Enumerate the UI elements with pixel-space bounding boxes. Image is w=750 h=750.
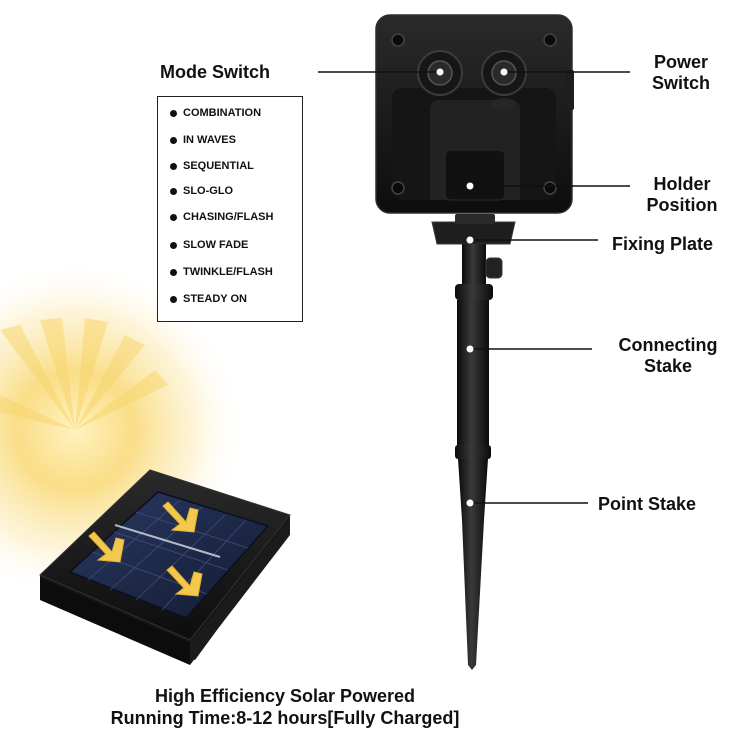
bullet-icon bbox=[170, 268, 177, 276]
solar-panel-box bbox=[39, 469, 291, 665]
holder-position-label-line2: Position bbox=[646, 195, 718, 215]
connecting-stake-label: Connecting Stake bbox=[598, 335, 738, 377]
bullet-icon bbox=[170, 213, 177, 221]
mode-item: CHASING/FLASH bbox=[170, 211, 273, 223]
holder-position-label: Holder Position bbox=[636, 174, 728, 216]
bullet-icon bbox=[170, 295, 177, 303]
mode-item: STEADY ON bbox=[170, 293, 247, 305]
connecting-stake-label-line1: Connecting bbox=[618, 335, 718, 355]
mode-item: TWINKLE/FLASH bbox=[170, 266, 273, 278]
mode-label: CHASING/FLASH bbox=[183, 211, 274, 223]
mode-item: COMBINATION bbox=[170, 107, 261, 119]
caption-line-2: Running Time:8-12 hours[Fully Charged] bbox=[110, 708, 460, 728]
mode-switch-label: Mode Switch bbox=[160, 62, 271, 82]
connecting-stake-label-line2: Stake bbox=[643, 356, 693, 376]
mode-label: SLO-GLO bbox=[183, 185, 234, 197]
power-switch-label: Power Switch bbox=[636, 52, 726, 94]
mode-item: SLO-GLO bbox=[170, 185, 233, 197]
mode-label: SEQUENTIAL bbox=[183, 160, 254, 172]
stake-assembly bbox=[431, 214, 516, 670]
leader-lines bbox=[318, 71, 630, 504]
mode-label: IN WAVES bbox=[183, 134, 236, 146]
marker-dots bbox=[436, 68, 508, 507]
power-switch-label-line1: Power bbox=[653, 52, 709, 72]
mode-item: SLOW FADE bbox=[170, 239, 248, 251]
caption-line-1: High Efficiency Solar Powered bbox=[154, 686, 416, 706]
power-switch-label-line2: Switch bbox=[651, 73, 710, 93]
bullet-icon bbox=[170, 136, 177, 144]
point-stake-label: Point Stake bbox=[598, 494, 697, 514]
mode-item: IN WAVES bbox=[170, 134, 236, 146]
mode-label: COMBINATION bbox=[183, 107, 262, 119]
bullet-icon bbox=[170, 187, 177, 195]
bullet-icon bbox=[170, 162, 177, 170]
mode-label: TWINKLE/FLASH bbox=[183, 266, 273, 278]
mode-label: STEADY ON bbox=[183, 293, 247, 305]
bullet-icon bbox=[170, 109, 177, 117]
mode-label: SLOW FADE bbox=[183, 239, 249, 251]
mode-item: SEQUENTIAL bbox=[170, 160, 254, 172]
holder-position-label-line1: Holder bbox=[653, 174, 711, 194]
fixing-plate-label: Fixing Plate bbox=[612, 234, 714, 254]
arrow-icons bbox=[88, 501, 203, 597]
bullet-icon bbox=[170, 241, 177, 249]
control-box bbox=[375, 14, 574, 214]
lighting-modes-list: COMBINATION IN WAVES SEQUENTIAL SLO-GLO … bbox=[157, 96, 303, 322]
